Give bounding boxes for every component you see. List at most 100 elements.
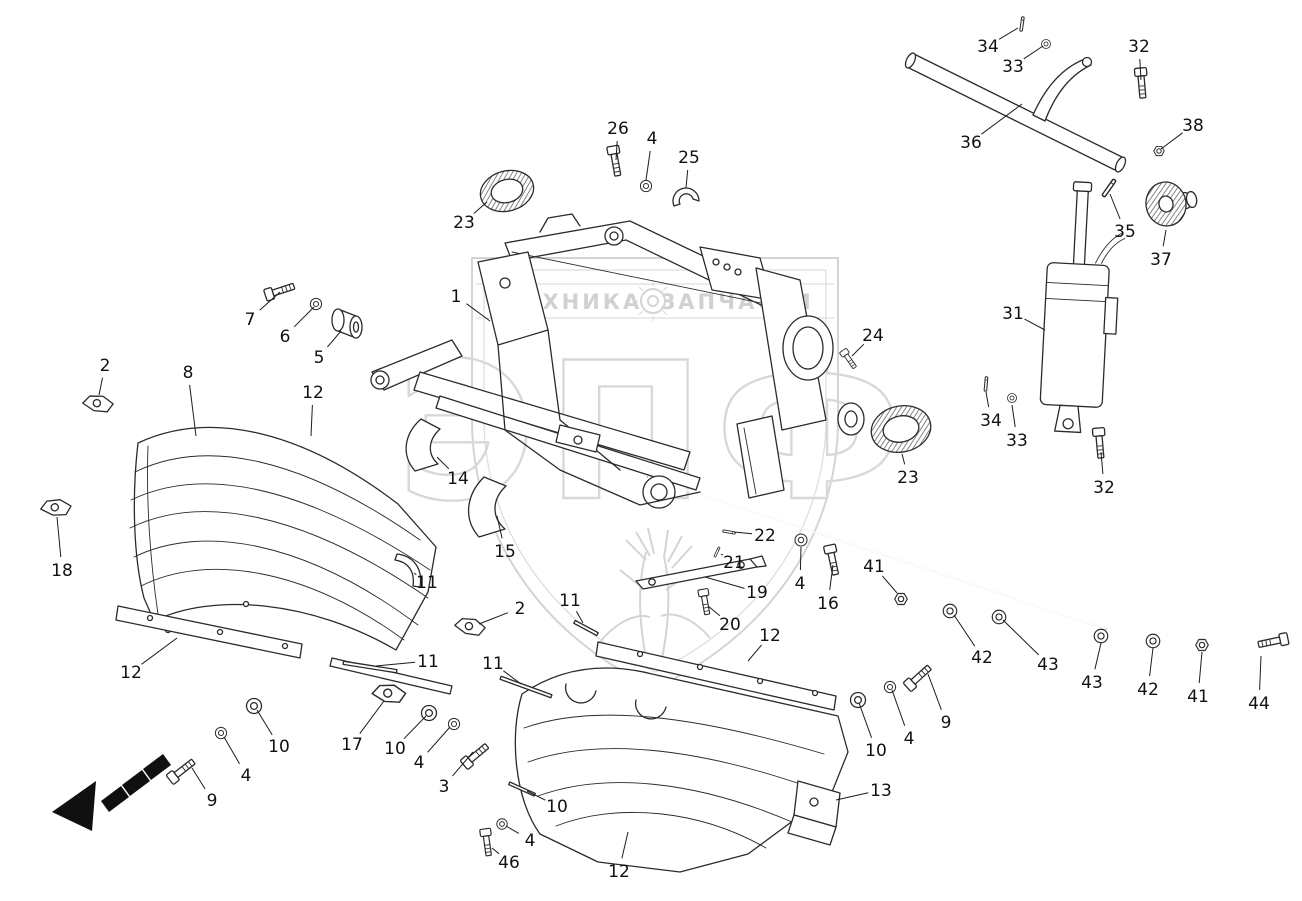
part-callout-12: 12 [120, 663, 142, 683]
bracket-part-18 [38, 494, 74, 522]
part-callout-4: 4 [647, 129, 658, 149]
leader-line-11 [375, 661, 416, 667]
bracket-part-17 [370, 680, 408, 708]
part-callout-25: 25 [678, 148, 700, 168]
leader-line-15 [496, 515, 503, 539]
part-callout-26: 26 [607, 119, 629, 139]
part-callout-12: 12 [759, 626, 781, 646]
part-callout-41: 41 [863, 557, 885, 577]
part-callout-11: 11 [417, 652, 439, 672]
leader-line-2 [478, 612, 509, 625]
part-callout-11: 11 [416, 573, 438, 593]
part-callout-46: 46 [498, 853, 520, 873]
part-callout-42: 42 [1137, 680, 1159, 700]
leader-line-7 [259, 291, 281, 311]
washer-part-10 [849, 691, 867, 709]
part-callout-31: 31 [1002, 304, 1024, 324]
leader-line-20 [707, 605, 721, 617]
parts-artwork [38, 16, 1290, 873]
bolt-part-32 [1133, 66, 1150, 100]
leader-line-34 [998, 27, 1019, 40]
part-callout-14: 14 [447, 469, 469, 489]
part-callout-32: 32 [1128, 37, 1150, 57]
leader-line-41 [1198, 651, 1203, 684]
rod-part-11 [499, 675, 553, 699]
part-callout-2: 2 [515, 599, 526, 619]
part-callout-20: 20 [719, 615, 741, 635]
part-callout-43: 43 [1081, 673, 1103, 693]
part-callout-10: 10 [865, 741, 887, 761]
hydraulic-cylinder [1039, 181, 1126, 434]
nut-part-41 [1195, 638, 1209, 652]
leader-line-42 [1149, 647, 1154, 677]
leader-line-43 [1094, 642, 1102, 670]
part-callout-38: 38 [1182, 116, 1204, 136]
bolt-part-26 [606, 144, 625, 178]
part-callout-34: 34 [977, 37, 999, 57]
leader-line-12 [621, 831, 629, 859]
washer-part-10 [245, 697, 263, 715]
leader-line-4 [427, 726, 451, 753]
rod-part-11 [342, 660, 398, 674]
part-callout-4: 4 [241, 766, 252, 786]
part-callout-37: 37 [1150, 250, 1172, 270]
bottom-cover-panel [514, 641, 849, 873]
leader-line-37 [1162, 229, 1167, 247]
bolt-part-9 [165, 756, 198, 786]
pin-part-21 [713, 546, 721, 558]
part-callout-21: 21 [723, 553, 745, 573]
part-callout-16: 16 [817, 594, 839, 614]
leader-line-5 [327, 330, 342, 348]
bolt-part-20 [697, 587, 713, 616]
leader-line-21 [720, 553, 724, 556]
part-callout-4: 4 [525, 831, 536, 851]
gear-icon [633, 281, 673, 321]
leader-line-32 [1100, 451, 1104, 475]
leader-line-42 [953, 614, 976, 647]
leader-line-34 [985, 391, 990, 408]
part-callout-15: 15 [494, 542, 516, 562]
bracket-part-2 [453, 616, 487, 638]
blade-part-15 [467, 476, 507, 538]
leader-line-18 [56, 516, 62, 558]
leader-line-22 [733, 531, 753, 535]
leader-line-33 [1023, 45, 1044, 60]
washer-part-4 [794, 533, 808, 547]
part-callout-43: 43 [1037, 655, 1059, 675]
part-callout-41: 41 [1187, 687, 1209, 707]
part-callout-42: 42 [971, 648, 993, 668]
leader-line-41 [882, 575, 898, 594]
leader-line-10 [526, 790, 546, 801]
leader-line-23 [473, 201, 488, 214]
bolt-part-7 [262, 279, 297, 302]
part-callout-5: 5 [314, 348, 325, 368]
leader-line-11 [413, 572, 417, 576]
part-callout-33: 33 [1002, 57, 1024, 77]
part-callout-12: 12 [302, 383, 324, 403]
leader-line-4 [891, 689, 906, 726]
leader-line-46 [491, 847, 500, 855]
nut-part-41 [894, 592, 908, 606]
knurled-ring-top [479, 169, 535, 213]
leader-line-12 [141, 637, 178, 665]
part-callout-3: 3 [439, 777, 450, 797]
part-callout-7: 7 [245, 310, 256, 330]
part-callout-10: 10 [268, 737, 290, 757]
part-callout-32: 32 [1093, 478, 1115, 498]
main-frame [370, 213, 865, 509]
hook-part-11 [394, 553, 422, 588]
leader-line-16 [829, 564, 834, 591]
leader-line-12 [310, 404, 313, 437]
washer-part-4 [639, 179, 653, 193]
leader-line-43 [1002, 619, 1040, 656]
clamp-part-25 [672, 187, 700, 207]
part-callout-19: 19 [746, 583, 768, 603]
part-callout-13: 13 [870, 781, 892, 801]
leader-line-38 [1160, 132, 1183, 150]
part-callout-23: 23 [453, 213, 475, 233]
leader-line-4 [799, 546, 802, 571]
leader-line-17 [359, 700, 385, 734]
part-callout-24: 24 [862, 326, 884, 346]
